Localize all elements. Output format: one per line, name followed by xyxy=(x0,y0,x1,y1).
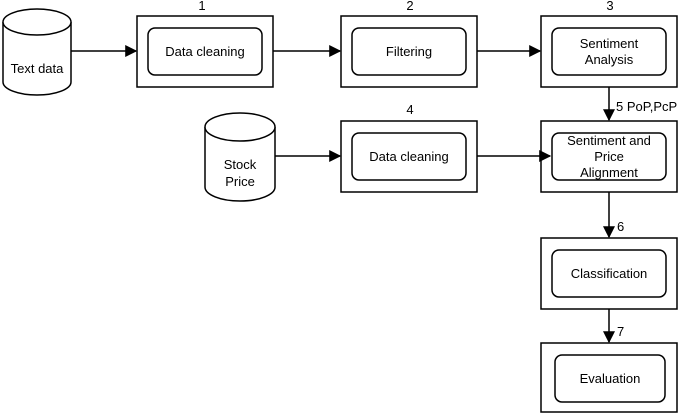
text-data-cylinder: Text data xyxy=(2,8,72,96)
stock-price-label-line-1: Stock xyxy=(224,157,257,172)
step-2-filtering: Filtering 2 xyxy=(340,0,478,88)
step-5-label-line-2: Price xyxy=(594,149,624,164)
step-4-number: 4 xyxy=(406,102,413,117)
step-6-label: Classification xyxy=(571,266,648,281)
step-3-sentiment-analysis: Sentiment Analysis 3 xyxy=(540,0,678,88)
stock-price-cylinder: Stock Price xyxy=(204,112,276,202)
step-2-label: Filtering xyxy=(386,44,432,59)
stock-price-label-line-2: Price xyxy=(225,174,255,189)
edge-label-5: 5 PoP,PcP xyxy=(616,99,677,114)
step-5-label-line-3: Alignment xyxy=(580,165,638,180)
text-data-label: Text data xyxy=(11,61,65,76)
step-6-classification: Classification xyxy=(540,237,678,310)
edge-label-7: 7 xyxy=(617,324,624,339)
step-7-label: Evaluation xyxy=(580,371,641,386)
step-5-label-line-1: Sentiment and xyxy=(567,133,651,148)
step-1-label: Data cleaning xyxy=(165,44,245,59)
edge-label-6: 6 xyxy=(617,219,624,234)
step-2-number: 2 xyxy=(406,0,413,13)
step-4-label: Data cleaning xyxy=(369,149,449,164)
step-3-number: 3 xyxy=(606,0,613,13)
step-5-sentiment-price-alignment: Sentiment and Price Alignment xyxy=(540,120,678,193)
step-1-data-cleaning: Data cleaning 1 xyxy=(136,0,274,88)
step-4-data-cleaning: Data cleaning 4 xyxy=(340,102,478,193)
step-3-label-line-1: Sentiment xyxy=(580,36,639,51)
step-1-number: 1 xyxy=(198,0,205,13)
step-7-evaluation: Evaluation xyxy=(540,342,678,413)
step-3-label-line-2: Analysis xyxy=(585,52,634,67)
